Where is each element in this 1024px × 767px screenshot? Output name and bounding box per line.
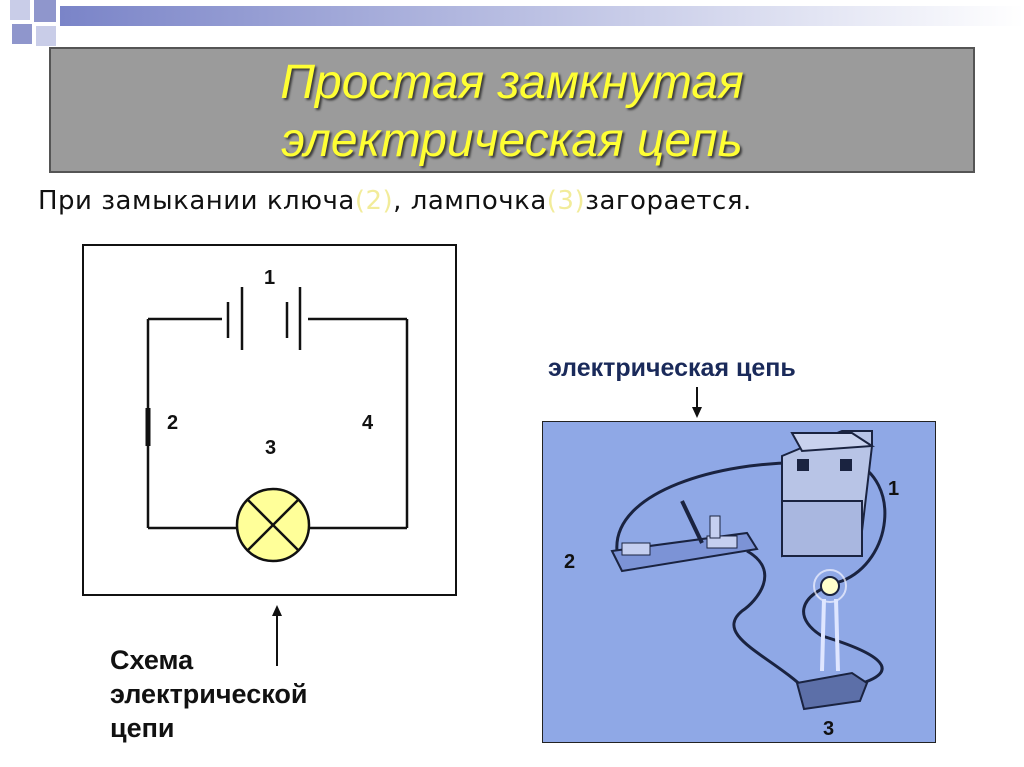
photo-label-lamp: 3 [823,718,834,740]
key-terminal-left [621,542,651,556]
schematic-caption-line-2: электрической [110,679,308,709]
lamp-cross-1 [246,498,300,552]
corner-decoration [10,0,1024,46]
lamp-stand [820,598,840,672]
wire-key-to-lamp [732,549,809,693]
power-terminal-2 [840,459,852,471]
label-key: 2 [167,412,178,434]
photo-caption: электрическая цепь [548,354,796,382]
subtitle-text-1: При замыкании ключа [38,186,355,216]
arrow-schematic-head [272,605,282,616]
schematic-caption-line-1: Схема [110,645,194,675]
circuit-illustration: 1 2 3 [542,421,936,743]
key-terminal-right [706,535,738,549]
lamp-glow [813,569,847,603]
lamp-symbol [235,487,311,563]
schematic-frame [82,244,457,596]
schematic-caption: Схема электрической цепи [110,643,307,745]
title-line-2: электрическая цепь [281,114,743,167]
photo-label-key: 2 [564,551,575,573]
power-source-front [781,500,863,557]
lamp-bulb [820,576,840,596]
subtitle-text-2: , лампочка [393,186,547,216]
key-lever [680,500,704,544]
schematic-caption-line-3: цепи [110,713,175,743]
lamp-reference: (3) [546,186,586,216]
illustration-background [542,421,936,743]
photo-label-source: 1 [888,478,899,500]
subtitle-text-3: загорается. [585,186,752,216]
key-contact [709,515,721,539]
lamp-base [795,671,869,711]
arrow-photo-head [692,407,702,418]
label-wire: 4 [362,412,374,434]
wire-source-to-lamp [802,459,887,688]
power-source-top [790,432,876,453]
title-line-1: Простая замкнутая [280,56,744,109]
key-reference: (2) [354,186,394,216]
lamp-cross-2 [246,498,300,552]
subtitle: При замыкании ключа(2), лампочка(3)загор… [38,186,752,216]
label-lamp: 3 [265,437,276,459]
power-terminal-1 [797,459,809,471]
title-box: Простая замкнутая электрическая цепь [49,47,975,173]
wire-key-to-source [615,461,805,552]
label-battery: 1 [264,267,275,289]
